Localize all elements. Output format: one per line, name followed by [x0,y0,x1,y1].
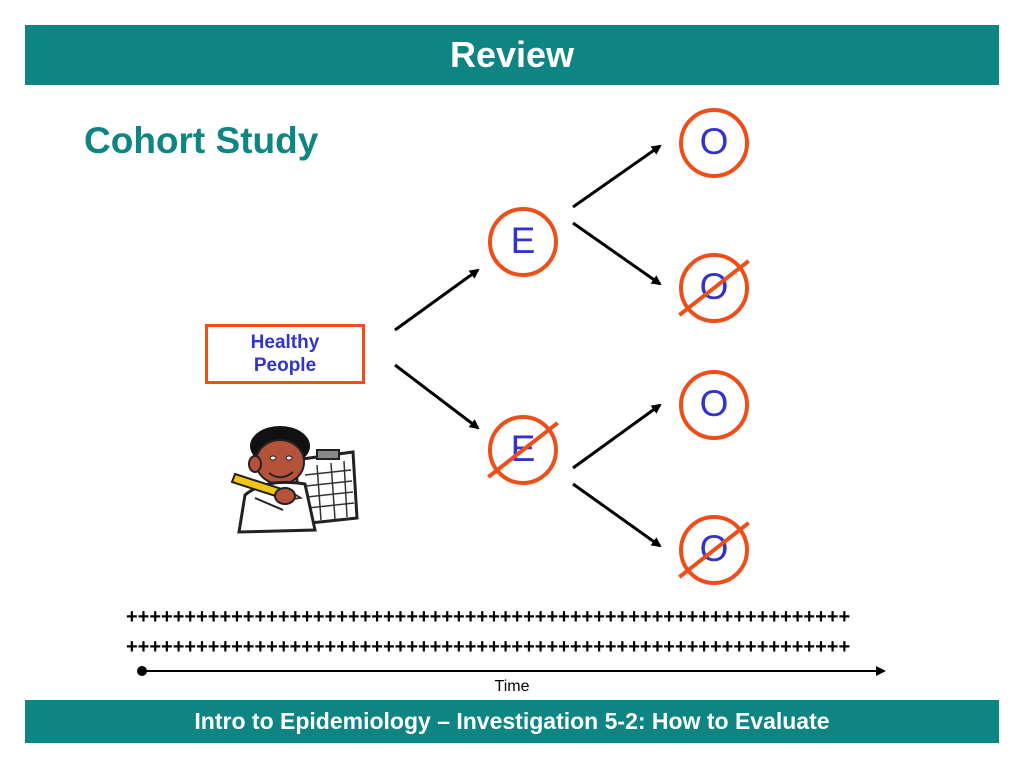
healthy-people-line-1: Healthy [250,332,320,353]
slide-subtitle: Cohort Study [84,120,319,161]
outcome-label-3: O [699,383,729,424]
slide-title-bar: Review [25,25,999,85]
healthy-people-line-2: People [253,355,317,376]
arrow-healthy-to-exposed [394,268,480,332]
timeline-plus-row-1: ++++++++++++++++++++++++++++++++++++++++… [126,606,851,628]
arrow-exposed-to-outcome-2 [572,221,662,286]
not-exposed-node: E [487,415,559,485]
slide-footer-bar: Intro to Epidemiology – Investigation 5-… [25,700,999,743]
arrow-healthy-to-not-exposed [394,363,480,430]
arrow-exposed-to-outcome-1 [572,144,662,209]
outcome-node-3: O [679,370,749,440]
person-with-clipboard-icon [230,426,359,534]
slide-title: Review [449,34,575,75]
time-axis-label: Time [494,678,530,695]
no-outcome-node-4: O [678,515,750,585]
healthy-people-box: Healthy People [205,324,365,384]
exposed-node: E [488,207,558,277]
exposed-label: E [510,220,536,261]
no-outcome-node-2: O [678,253,750,323]
arrow-not-exposed-to-outcome-4 [572,482,662,548]
footer-text: Intro to Epidemiology – Investigation 5-… [194,708,830,734]
time-arrow-start-dot [137,666,147,676]
outcome-label-1: O [699,121,729,162]
outcome-node-1: O [679,108,749,178]
timeline-plus-row-2: ++++++++++++++++++++++++++++++++++++++++… [126,636,851,658]
arrow-not-exposed-to-outcome-3 [572,403,662,470]
